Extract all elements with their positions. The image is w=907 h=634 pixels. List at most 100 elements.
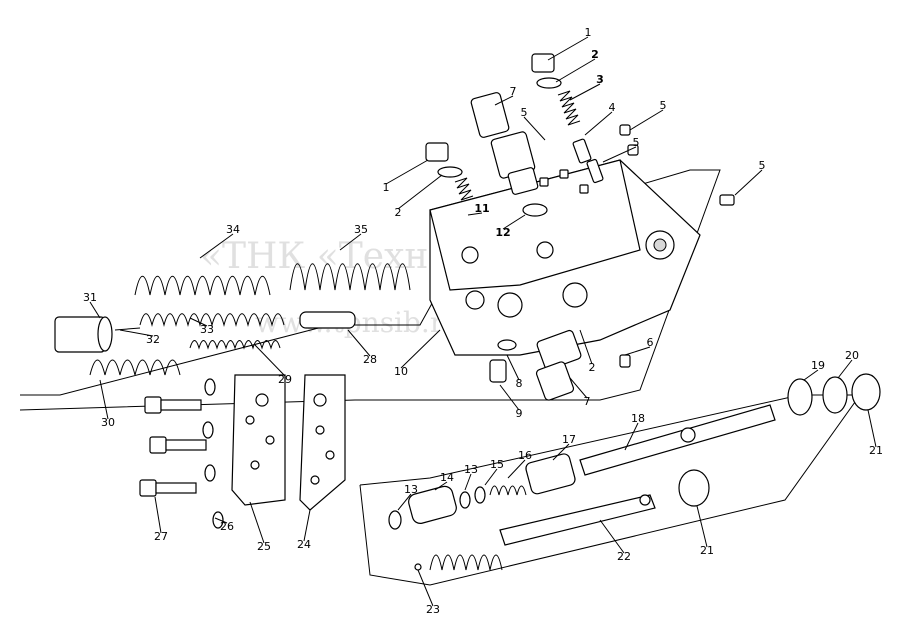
- part-number-label: 7: [510, 85, 517, 98]
- part-number-label: 7: [584, 395, 591, 408]
- spring-16: [489, 485, 527, 496]
- leader-line: [584, 111, 613, 136]
- cap-21-upper: [851, 373, 881, 411]
- part-number-label: 14: [440, 471, 454, 484]
- part-number-label: 21: [869, 444, 883, 457]
- leader-line: [555, 58, 596, 83]
- ring-13-left: [388, 510, 402, 530]
- part-number-label: 13: [404, 483, 418, 496]
- part-number-label: 24: [297, 538, 311, 551]
- spring-34: [134, 275, 271, 296]
- leader-line: [417, 569, 434, 607]
- part-number-label: 26: [220, 520, 234, 533]
- leader-line: [347, 329, 371, 357]
- part-number-label: 5: [759, 159, 766, 172]
- part-number-label: 13: [464, 463, 478, 476]
- leader-line: [629, 109, 664, 131]
- spring-29: [189, 340, 281, 350]
- part-number-label: 6: [647, 336, 654, 349]
- part-number-label: 1: [383, 181, 390, 194]
- leader-line: [397, 174, 443, 210]
- group-frame-upper: [19, 169, 721, 411]
- part-number-label: 11: [474, 202, 489, 215]
- leader-line: [385, 159, 429, 185]
- part-number-label: 5: [521, 106, 528, 119]
- leader-line: [624, 346, 651, 356]
- leader-line: [624, 422, 639, 451]
- part-number-label: 2: [589, 361, 596, 374]
- shaft-18: [579, 404, 776, 476]
- leader-line: [464, 473, 472, 491]
- leader-line: [400, 329, 441, 369]
- spring-30: [89, 359, 181, 376]
- part-number-label: 33: [200, 323, 214, 336]
- spool-22: [429, 494, 656, 571]
- leader-line: [189, 317, 208, 327]
- leader-line: [867, 409, 877, 448]
- part-number-label: 35: [354, 223, 368, 236]
- pin-32: [114, 327, 141, 331]
- leader-line: [803, 369, 819, 381]
- part-number-label: 5: [660, 99, 667, 112]
- plug-9: [489, 359, 507, 383]
- leader-line: [89, 301, 101, 319]
- leader-line: [119, 329, 154, 337]
- group-frame-lower: [359, 394, 861, 586]
- washer-8: [497, 339, 517, 351]
- leader-line: [339, 233, 362, 251]
- leader-line: [547, 36, 589, 61]
- part-number-label: 16: [518, 449, 532, 462]
- leader-line: [154, 496, 162, 534]
- part-number-label: 22: [617, 550, 631, 563]
- part-number-label: 8: [516, 377, 523, 390]
- leader-line: [507, 459, 526, 479]
- valve-assembly-upper: [470, 92, 539, 195]
- leader-line: [579, 329, 593, 365]
- part-number-label: 30: [101, 416, 115, 429]
- part-number-label: 20: [845, 349, 859, 362]
- cover-plate-25: [231, 374, 286, 506]
- washers-26: [202, 378, 224, 529]
- bearing-19: [787, 378, 813, 416]
- part-number-label: 34: [226, 223, 240, 236]
- sleeve-28: [299, 311, 356, 329]
- leader-line: [502, 214, 526, 230]
- part-number-label: 17: [562, 433, 576, 446]
- part-number-label: 18: [631, 412, 645, 425]
- leader-line: [99, 379, 109, 420]
- leader-line: [467, 212, 483, 216]
- ring-15: [474, 486, 486, 504]
- part-number-label: 31: [83, 291, 97, 304]
- watermark-url: www.tpnsib.ru: [255, 306, 461, 339]
- plug-top-left: [425, 142, 474, 201]
- part-number-label: 1: [585, 26, 592, 39]
- bolts-27: [139, 396, 207, 497]
- part-number-label: 19: [811, 359, 825, 372]
- leader-line: [397, 493, 412, 511]
- plug-top-right: [531, 53, 604, 184]
- part-number-label: 25: [257, 540, 271, 553]
- leader-line: [199, 233, 234, 259]
- leader-line: [569, 377, 588, 399]
- leader-line: [434, 481, 448, 491]
- plunger-14: [408, 485, 457, 524]
- part-number-label: 2: [395, 206, 402, 219]
- leader-line: [837, 359, 853, 379]
- leader-line: [696, 505, 708, 548]
- gasket-24: [299, 374, 346, 511]
- leader-line: [254, 344, 286, 377]
- part-number-label: 32: [146, 333, 160, 346]
- part-number-label: 29: [278, 373, 292, 386]
- small-plugs: [539, 124, 735, 368]
- leader-line: [506, 354, 520, 381]
- part-number-label: 10: [394, 365, 408, 378]
- leader-line: [552, 443, 570, 461]
- part-number-label: 4: [609, 101, 616, 114]
- leader-line: [599, 519, 625, 554]
- leader-line: [523, 116, 546, 141]
- bearing-20: [822, 376, 848, 414]
- leader-lines: [89, 36, 877, 607]
